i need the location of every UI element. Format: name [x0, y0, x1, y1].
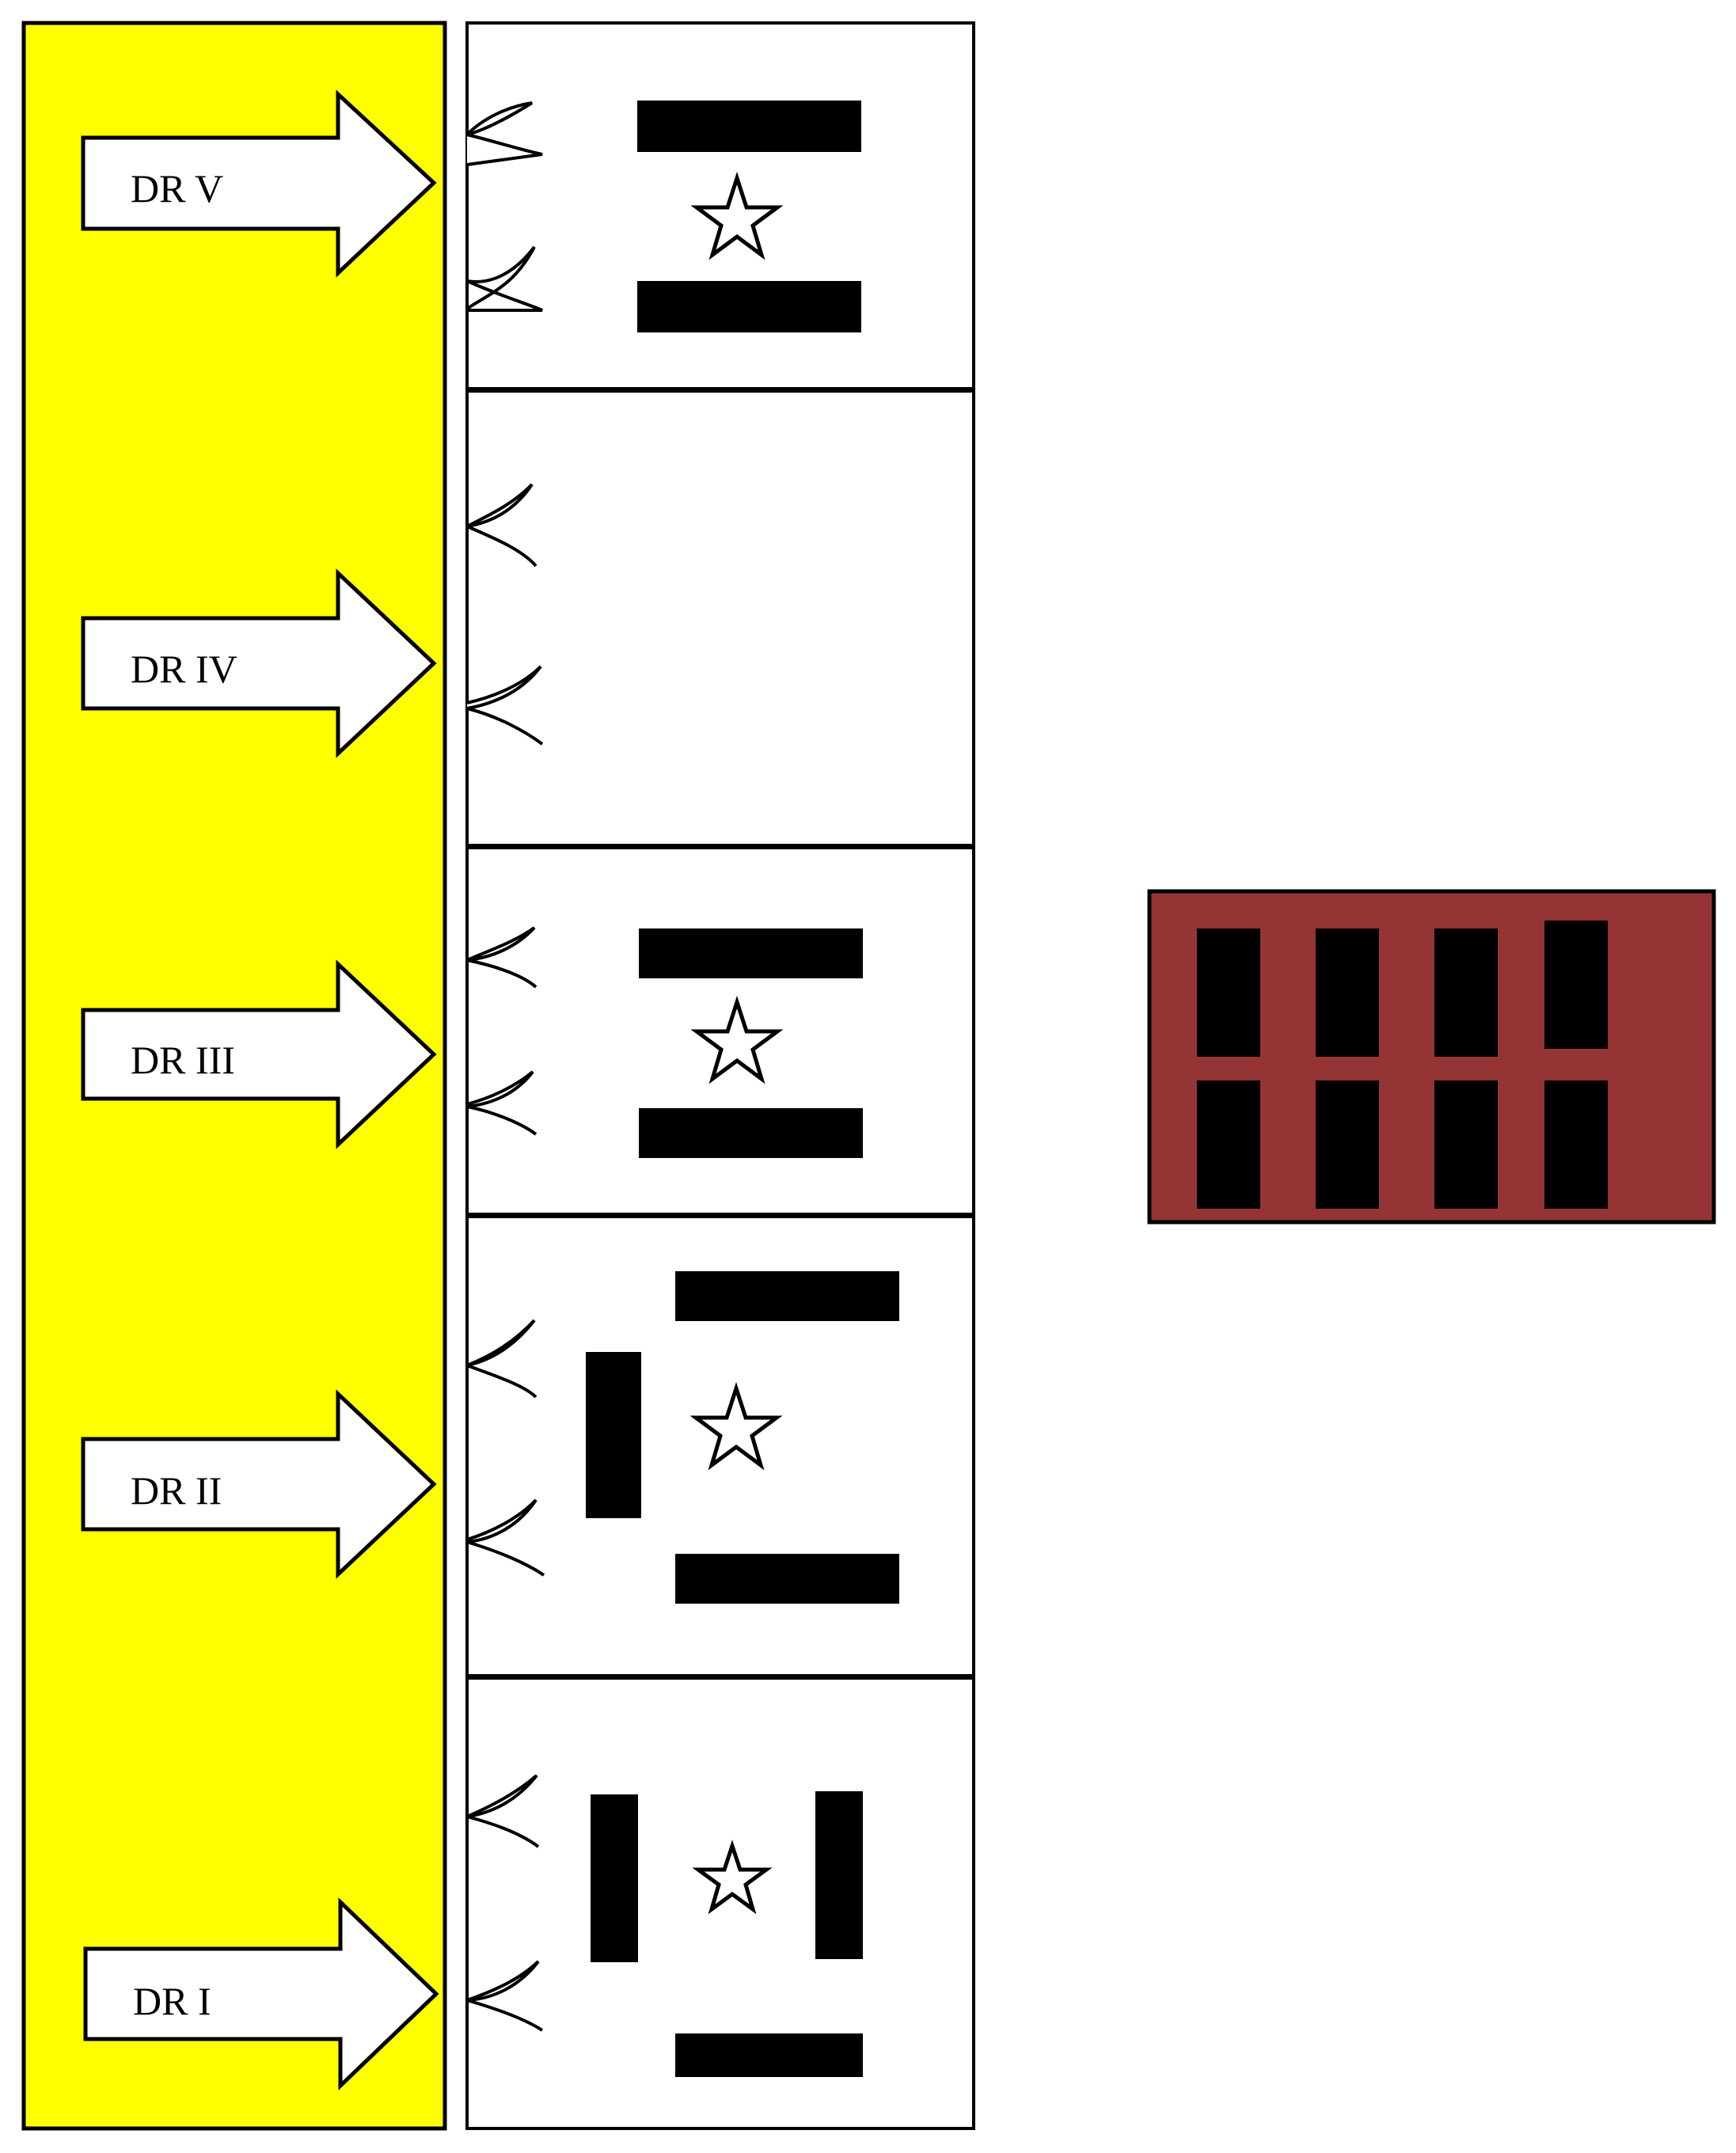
building-window — [1544, 921, 1608, 1049]
bench-block — [675, 1271, 899, 1321]
star-icon — [689, 1381, 783, 1471]
arrow-label: DR III — [131, 1038, 235, 1082]
door-swing — [466, 926, 538, 989]
door-swing — [466, 1960, 544, 2032]
arrow-label: DR IV — [131, 647, 237, 691]
arrow-dr-1: DR I — [83, 1897, 439, 2090]
bench-block — [637, 101, 861, 152]
building-windows — [1197, 921, 1608, 1209]
star-icon — [690, 171, 784, 260]
door-swing — [466, 1498, 545, 1577]
arrow-dr-4: DR IV — [81, 568, 437, 758]
arrow-label: DR I — [133, 1979, 211, 2023]
arrow-dr-2: DR II — [81, 1389, 437, 1579]
building-window — [1434, 928, 1498, 1057]
bench-block — [637, 281, 861, 332]
building-window — [1197, 1080, 1260, 1209]
bench-block-vertical — [815, 1791, 863, 1959]
bench-block — [675, 2033, 863, 2077]
bench-block — [639, 928, 863, 978]
arrow-dr-5: DR V — [81, 89, 437, 278]
arrow-label: DR II — [131, 1468, 222, 1513]
arrow-dr-3: DR III — [81, 959, 437, 1149]
arrow-label: DR V — [131, 166, 223, 211]
door-swing — [466, 483, 538, 568]
building-window — [1544, 1080, 1608, 1209]
bench-block — [675, 1554, 899, 1604]
star-icon — [690, 995, 784, 1084]
door-swing — [465, 245, 543, 312]
door-swing — [465, 101, 543, 166]
door-swing — [466, 1319, 538, 1399]
building-window — [1197, 928, 1260, 1057]
door-swing — [466, 1070, 538, 1136]
building-window — [1434, 1080, 1498, 1209]
building-window — [1316, 928, 1379, 1057]
star-icon — [692, 1840, 773, 1915]
door-swing — [466, 1774, 540, 1848]
room-4-panel — [465, 389, 975, 847]
bench-block-vertical — [591, 1794, 638, 1962]
bench-block — [639, 1108, 863, 1158]
door-swing — [466, 665, 544, 746]
bench-block-vertical — [586, 1352, 641, 1518]
building-window — [1316, 1080, 1379, 1209]
